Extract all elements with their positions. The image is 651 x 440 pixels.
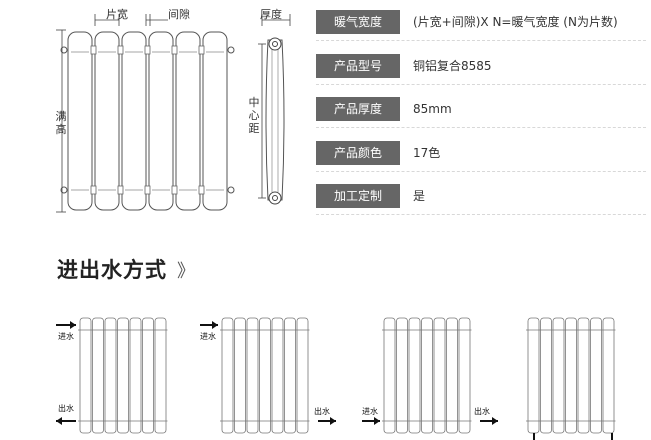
spec-label-thickness: 产品厚度: [316, 97, 400, 121]
flow-radiator-column: [92, 317, 104, 434]
column-connector: [117, 45, 124, 55]
flow-radiator-column: [117, 317, 129, 434]
side-view-body: [265, 39, 285, 201]
flow-radiator-column: [602, 317, 615, 434]
column-connector: [198, 45, 205, 55]
flow-arrowhead-icon: [492, 417, 498, 425]
flow-radiator-column: [271, 317, 284, 434]
flow-arrowhead-icon: [70, 321, 76, 329]
column-connector: [90, 185, 97, 195]
spec-value-thickness: 85mm: [413, 102, 452, 116]
flow-arrowhead-icon: [212, 321, 218, 329]
spec-divider: [316, 40, 646, 41]
flow-radiator-column: [446, 317, 458, 434]
spec-label-custom: 加工定制: [316, 184, 400, 208]
flow-radiator-column: [79, 317, 92, 434]
flow-radiator-column: [408, 317, 421, 434]
flow-radiator-column: [396, 317, 408, 434]
spec-value-color: 17色: [413, 146, 441, 160]
double-chevron-icon: 》: [177, 261, 195, 282]
section-title: 进出水方式: [57, 258, 167, 282]
flow-radiator-column: [552, 317, 565, 434]
flow-radiator-column: [540, 317, 552, 434]
flow-radiator-column: [565, 317, 577, 434]
spec-value-width: (片宽+间隙)X N=暖气宽度 (N为片数): [413, 15, 618, 29]
outlet-label: 出水: [58, 404, 74, 413]
flow-radiator-column: [129, 317, 142, 434]
column-connector: [117, 185, 124, 195]
outlet-label: 出水: [314, 407, 330, 416]
spec-value-custom: 是: [413, 189, 426, 203]
spec-label-model: 产品型号: [316, 54, 400, 78]
column-connector: [198, 185, 205, 195]
thickness-label: 厚度: [260, 8, 282, 21]
piece-width-label: 片宽: [106, 8, 128, 21]
radiator-column: [148, 31, 174, 211]
flow-arrowhead-icon: [374, 417, 380, 425]
gap-label: 间隙: [168, 8, 190, 21]
flow-radiator-column: [154, 317, 167, 434]
side-view-header-core: [272, 41, 278, 47]
radiator-column: [121, 31, 147, 211]
spec-value-model: 铜铝复合8585: [413, 59, 492, 73]
flow-radiator-column: [433, 317, 446, 434]
inlet-label: 进水: [200, 332, 216, 341]
flow-radiator-column: [527, 317, 540, 434]
flow-arrowhead-icon: [56, 417, 62, 425]
spec-label-width: 暖气宽度: [316, 10, 400, 34]
column-connector: [90, 45, 97, 55]
inlet-label: 进水: [58, 332, 74, 341]
port-icon: [227, 46, 235, 54]
center-distance-label: 中心距: [248, 96, 260, 135]
full-height-label: 满高: [55, 110, 67, 136]
flow-radiator-column: [383, 317, 396, 434]
port-icon: [60, 46, 68, 54]
flow-radiator-column: [142, 317, 154, 434]
flow-radiator-column: [234, 317, 246, 434]
spec-divider: [316, 214, 646, 215]
port-icon: [60, 186, 68, 194]
spec-label-color: 产品颜色: [316, 141, 400, 165]
flow-arrowhead-icon: [330, 417, 336, 425]
flow-radiator-column: [296, 317, 309, 434]
outlet-label: 出水: [474, 407, 490, 416]
radiator-column: [67, 31, 93, 211]
column-connector: [144, 45, 151, 55]
flow-radiator-column: [104, 317, 117, 434]
flow-radiator-column: [284, 317, 296, 434]
flow-radiator-column: [259, 317, 271, 434]
flow-radiator-column: [458, 317, 471, 434]
flow-radiator-column: [590, 317, 602, 434]
side-view-header-core: [272, 195, 278, 201]
flow-radiator-column: [246, 317, 259, 434]
radiator-column: [175, 31, 201, 211]
spec-divider: [316, 84, 646, 85]
flow-radiator-column: [421, 317, 433, 434]
column-connector: [144, 185, 151, 195]
radiator-column: [202, 31, 228, 211]
radiator-column: [94, 31, 120, 211]
column-connector: [171, 45, 178, 55]
spec-divider: [316, 127, 646, 128]
flow-radiator-column: [577, 317, 590, 434]
column-connector: [171, 185, 178, 195]
inlet-label: 进水: [362, 407, 378, 416]
spec-divider: [316, 171, 646, 172]
port-icon: [227, 186, 235, 194]
flow-radiator-column: [221, 317, 234, 434]
